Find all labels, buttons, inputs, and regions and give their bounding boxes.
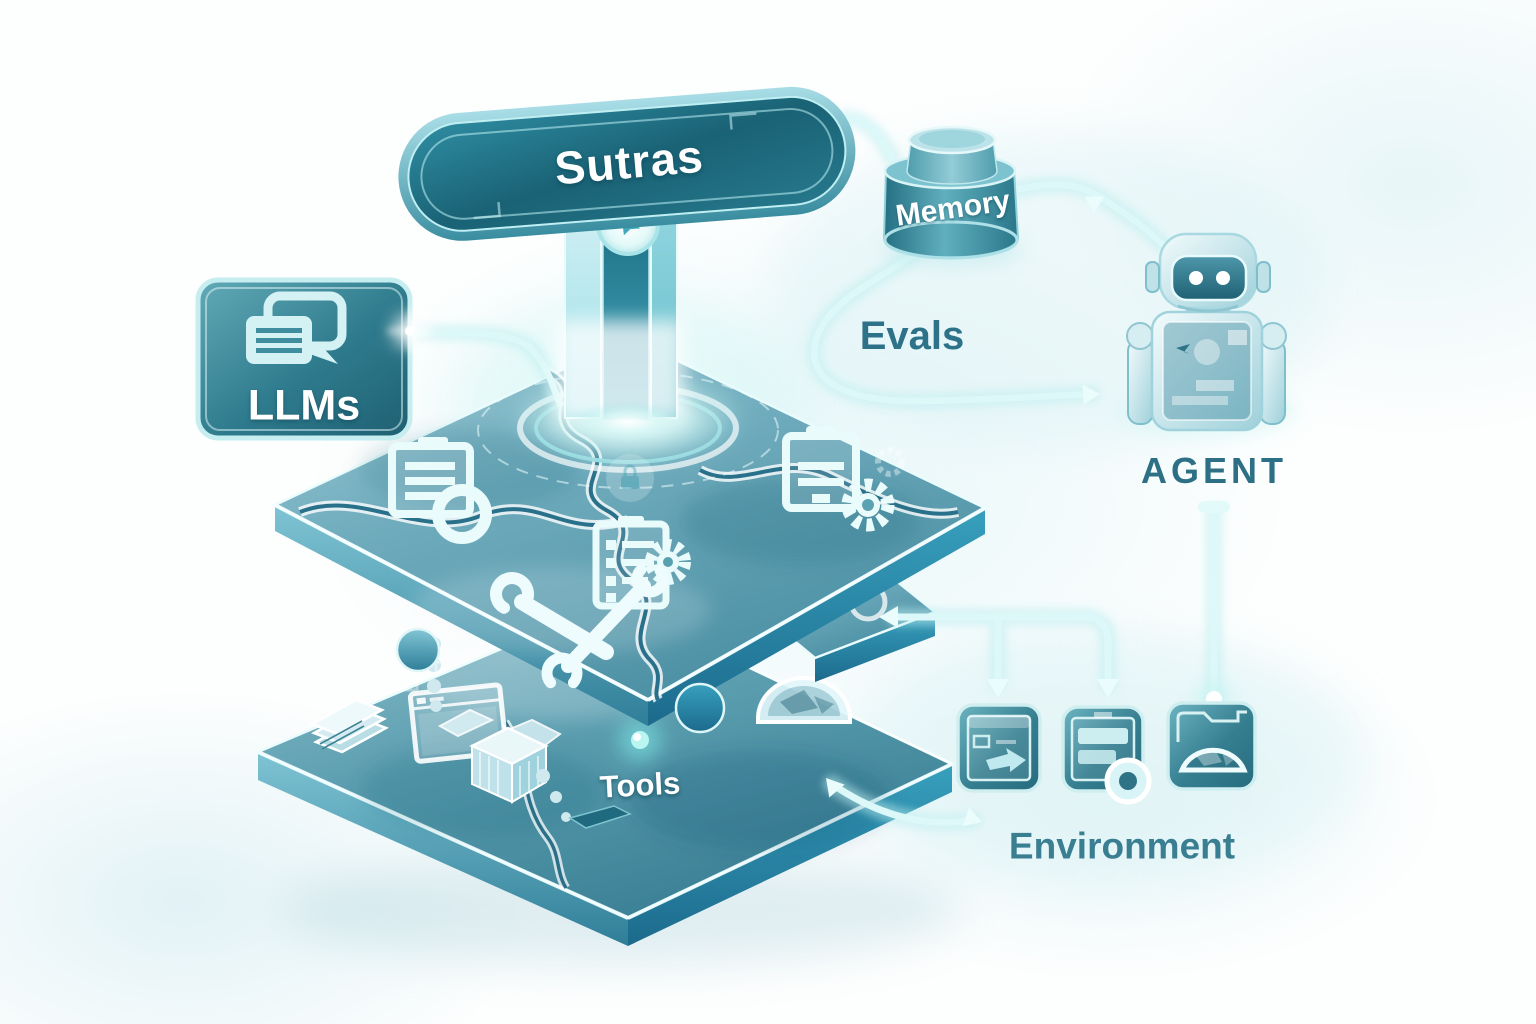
book-stack-icon bbox=[309, 698, 389, 754]
robot-eye bbox=[1189, 271, 1203, 285]
robot-arm-right bbox=[1259, 339, 1286, 425]
tools-label: Tools bbox=[598, 765, 682, 805]
llms-box bbox=[195, 277, 432, 441]
plane-glyph bbox=[1176, 344, 1190, 354]
link-evals-loop bbox=[811, 239, 1096, 405]
lock-icon bbox=[606, 454, 654, 502]
puzzle-knob bbox=[674, 682, 726, 734]
glow-orb bbox=[618, 718, 662, 762]
chat-bubbles-icon bbox=[246, 291, 347, 364]
llms-label: LLMs bbox=[247, 381, 361, 430]
robot-ear-right bbox=[1256, 261, 1271, 293]
robot-visor bbox=[1170, 254, 1248, 302]
dome-glyph bbox=[1178, 747, 1248, 773]
core-pillar bbox=[508, 192, 748, 466]
dome-icon bbox=[756, 676, 852, 724]
bottom-layer-front-left bbox=[258, 752, 628, 946]
memory-cylinder bbox=[882, 125, 1022, 266]
arrowhead-to-agent bbox=[1084, 196, 1104, 214]
arrowhead-evals-agent bbox=[1082, 384, 1100, 405]
stand-bar bbox=[568, 805, 632, 829]
sutras-banner bbox=[398, 86, 856, 241]
arrowhead-down bbox=[1097, 679, 1119, 698]
curved-double-arrow bbox=[828, 780, 978, 826]
agent-label: AGENT bbox=[1141, 450, 1287, 491]
arrowhead-down bbox=[987, 679, 1009, 698]
environment-label: Environment bbox=[1008, 825, 1236, 867]
robot-icon bbox=[1108, 232, 1308, 440]
middle-puzzle-layer bbox=[272, 336, 988, 734]
connector-curves bbox=[403, 109, 1171, 413]
arrowhead-left bbox=[879, 606, 898, 628]
list-ring-icon bbox=[1061, 705, 1152, 805]
arrow-glyph bbox=[986, 748, 1026, 772]
window-arrow-icon bbox=[956, 703, 1042, 793]
environment-arrows bbox=[823, 501, 1232, 832]
bottom-puzzle-layer bbox=[254, 600, 955, 946]
evals-label: Evals bbox=[859, 314, 965, 358]
middle-layer-front-right bbox=[648, 508, 985, 726]
link-banner-memory bbox=[842, 114, 896, 162]
robot-eye bbox=[1216, 271, 1230, 285]
robot-arm-left bbox=[1127, 339, 1154, 425]
crossed-wrenches-icon bbox=[489, 560, 669, 694]
document-ring-icon bbox=[388, 437, 492, 544]
robot-ear-left bbox=[1145, 261, 1160, 293]
environment-tiles bbox=[956, 701, 1257, 805]
agent-line-cap bbox=[1198, 501, 1230, 513]
banner-title: Sutras bbox=[552, 129, 706, 195]
puzzle-knob bbox=[395, 627, 441, 673]
arrow-line-horizontal bbox=[892, 613, 1112, 688]
glow-spark bbox=[388, 312, 432, 350]
arrowhead-down-right bbox=[962, 807, 982, 827]
folder-dome-icon bbox=[1166, 701, 1257, 791]
package-box-icon bbox=[437, 708, 562, 804]
banner-notches bbox=[473, 112, 757, 220]
arrowhead-up-left bbox=[826, 778, 845, 798]
clipboard-gear-icon bbox=[782, 426, 905, 532]
